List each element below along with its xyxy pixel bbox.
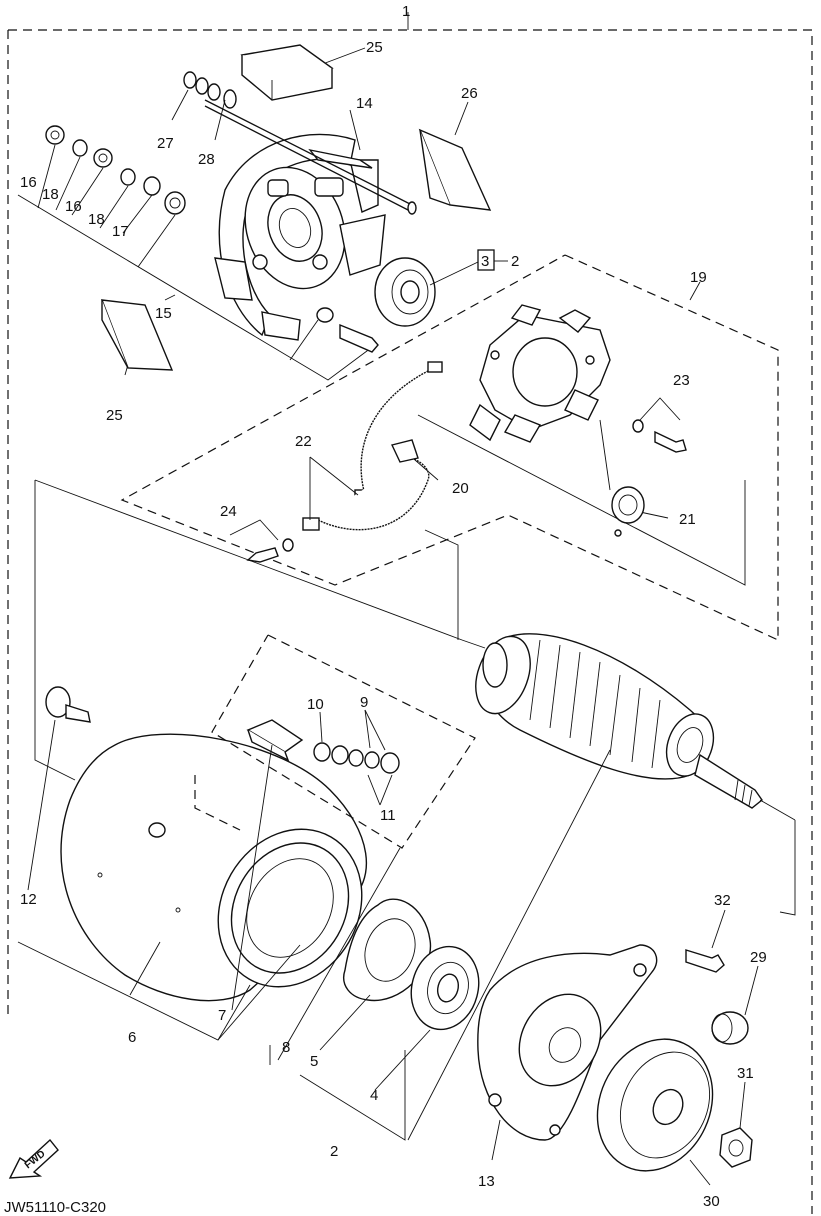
callout-10: 10: [307, 696, 324, 713]
cover-screw: [316, 307, 379, 353]
collar-29: [711, 1011, 749, 1045]
callout-7: 7: [218, 1007, 226, 1024]
brush-holder-frame: [120, 254, 779, 641]
terminal-parts-9-10-11: [246, 719, 400, 774]
callout-18-second: 18: [88, 211, 105, 228]
brush-25-bottom: [100, 299, 174, 371]
callout-1: 1: [402, 3, 410, 20]
brush-holder-plate: [469, 304, 611, 443]
reference-box: [477, 249, 508, 271]
callout-32: 32: [714, 892, 731, 909]
callout-8: 8: [282, 1039, 290, 1056]
lead-wire-22: [302, 361, 443, 531]
drawing-code: JW51110-C320: [4, 1199, 106, 1216]
callout-13: 13: [478, 1173, 495, 1190]
callout-6: 6: [128, 1029, 136, 1046]
callout-26: 26: [461, 85, 478, 102]
callout-20: 20: [452, 480, 469, 497]
screw-23: [632, 419, 687, 453]
callout-28: 28: [198, 151, 215, 168]
bolt-washers-27-28: [183, 71, 237, 109]
callout-16-first: 16: [20, 174, 37, 191]
callout-30: 30: [703, 1193, 720, 1210]
callout-15: 15: [155, 305, 172, 322]
through-bolt: [204, 99, 417, 215]
bearing-upper: [374, 257, 479, 327]
screw-12: [45, 686, 91, 723]
callout-11: 11: [380, 807, 396, 824]
callout-29: 29: [750, 949, 767, 966]
brush-25-top: [240, 44, 334, 101]
pulley-30: [596, 1038, 714, 1172]
callout-12: 12: [20, 891, 37, 908]
fwd-arrow-icon: FWD: [8, 1138, 59, 1179]
screw-24: [246, 538, 294, 563]
callout-21: 21: [679, 511, 696, 528]
gasket-5: [343, 898, 432, 1002]
small-washer-stack: [45, 125, 186, 215]
terminal-subassembly-frame: [211, 634, 476, 849]
yoke-body-6: [60, 733, 367, 1002]
ref-box-target: 2: [511, 253, 519, 270]
assembly-frame: [7, 12, 813, 1214]
front-cover-13: [477, 944, 658, 1141]
callout-27: 27: [157, 135, 174, 152]
bolt-32: [685, 949, 725, 973]
armature-assembly: [475, 633, 763, 809]
brush-cover-part-14: [214, 133, 386, 341]
callout-23: 23: [673, 372, 690, 389]
callout-14: 14: [356, 95, 373, 112]
spring-21: [611, 486, 645, 537]
ref-box-number: 3: [481, 253, 489, 270]
callout-31: 31: [737, 1065, 754, 1082]
bearing-4: [410, 945, 480, 1031]
callout-19: 19: [690, 269, 707, 286]
callout-5: 5: [310, 1053, 318, 1070]
callout-17: 17: [112, 223, 129, 240]
leader-lines-top: [17, 47, 469, 381]
callout-9: 9: [360, 694, 368, 711]
callout-16-second: 16: [65, 198, 82, 215]
callout-2: 2: [330, 1143, 338, 1160]
leader-lines-lower: [17, 479, 796, 1186]
callout-25-lower: 25: [106, 407, 123, 424]
leader-lines-mid: [229, 281, 746, 586]
callout-24: 24: [220, 503, 237, 520]
callout-22: 22: [295, 433, 312, 450]
callout-18-first: 18: [42, 186, 59, 203]
brush-26: [418, 128, 492, 211]
callout-25: 25: [366, 39, 383, 56]
nut-31: [719, 1127, 753, 1168]
callout-4: 4: [370, 1087, 378, 1104]
